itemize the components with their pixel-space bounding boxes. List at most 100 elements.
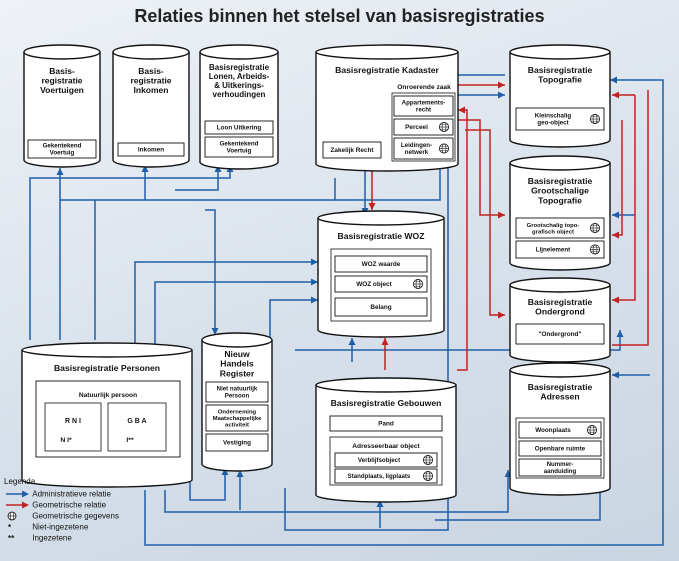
entity-box <box>515 107 605 131</box>
entity-label: Appartements-recht <box>402 100 446 114</box>
relation-lines <box>29 74 664 546</box>
entity-box <box>322 141 382 159</box>
entity-box <box>334 275 428 293</box>
gba-label: G B A <box>127 418 146 425</box>
entity-box <box>334 255 428 273</box>
arrow-head <box>311 258 318 266</box>
admin-relation <box>154 281 318 345</box>
entity-box <box>515 323 605 345</box>
legend: Legenda Administratieve relatie Geometri… <box>4 476 119 543</box>
legend-item-geometric: Geometrische relatie <box>4 499 119 510</box>
legend-symbol: * <box>8 522 12 532</box>
entity-box <box>518 440 602 457</box>
admin-relation <box>435 488 601 521</box>
entity-label: Perceel <box>405 124 428 131</box>
i-label: I** <box>126 437 134 444</box>
entity-label: Woonplaats <box>535 427 571 434</box>
entity-box <box>515 240 605 259</box>
entity-label: Openbare ruimte <box>535 446 586 453</box>
geometric-relation <box>465 129 505 316</box>
arrow-head <box>311 278 318 286</box>
entity-label: Leidingen-netwerk <box>401 142 432 156</box>
legend-item-star: * Niet-ingezetene <box>4 521 119 532</box>
globe-icon <box>7 511 17 521</box>
arrow-head <box>458 106 465 114</box>
arrow-head <box>610 76 617 84</box>
entity-box <box>518 421 602 439</box>
arrow-head <box>612 211 619 219</box>
entity-box <box>334 452 438 468</box>
globe-icon <box>422 454 433 465</box>
arrow-head <box>211 328 219 335</box>
registry-title: Basisregistratie Personen <box>54 363 160 373</box>
registry-subtitle: Natuurlijk persoon <box>79 392 137 399</box>
arrow-head <box>56 168 64 175</box>
arrow-head <box>311 296 318 304</box>
entity-box <box>329 415 443 432</box>
registry-title: Basisregistratie Kadaster <box>335 65 439 75</box>
entity-label: Grootschalig topo-grafisch object <box>527 223 580 236</box>
admin-relation <box>269 299 318 372</box>
arrow-head <box>498 81 505 89</box>
arrow-head <box>498 211 505 219</box>
legend-item-double-star: ** Ingezetene <box>4 532 119 543</box>
entity-box <box>393 95 454 117</box>
entity-label: Nummer-aanduiding <box>544 461 577 475</box>
geometric-relation <box>612 90 649 346</box>
geometric-relation <box>612 95 636 301</box>
entity-box <box>205 433 269 452</box>
globe-icon <box>587 424 598 435</box>
geometric-relation <box>612 120 623 236</box>
entity-label: Pand <box>378 421 394 428</box>
legend-label: Administratieve relatie <box>32 489 111 499</box>
arrow-head <box>368 203 376 210</box>
entity-box <box>393 118 454 136</box>
entity-box <box>393 137 454 160</box>
entity-box <box>205 404 269 432</box>
registry-subtitle: Adresseerbaar object <box>352 443 420 450</box>
arrow-head <box>221 468 229 475</box>
entity-label: Zakelijk Recht <box>331 147 375 154</box>
entity-label: Verblijfsobject <box>358 457 400 464</box>
arrow-head <box>612 296 619 304</box>
globe-icon <box>438 122 449 133</box>
admin-relation <box>144 79 664 546</box>
arrow-head <box>141 165 149 172</box>
globe-icon <box>590 244 601 255</box>
legend-item-administrative: Administratieve relatie <box>4 488 119 499</box>
legend-item-globe: Geometrische gegevens <box>4 510 119 521</box>
arrow-head <box>612 91 619 99</box>
entity-label: WOZ waarde <box>362 261 401 268</box>
entity-label: "Ondergrond" <box>539 331 582 338</box>
registry-gebouwen: Basisregistratie GebouwenPandAdresseerba… <box>315 377 457 503</box>
admin-relation <box>134 261 318 345</box>
globe-icon <box>590 222 601 233</box>
entity-box <box>204 120 274 135</box>
arrow-head <box>348 338 356 345</box>
entity-box <box>117 142 185 157</box>
entity-label: Belang <box>370 304 391 311</box>
arrow-head <box>612 371 619 379</box>
legend-label: Geometrische gegevens <box>32 511 119 521</box>
rni-label: R N I <box>65 418 81 425</box>
admin-relation <box>60 168 441 201</box>
entity-label: Inkomen <box>138 147 164 154</box>
admin-relation <box>205 209 216 335</box>
blue-arrow-icon <box>6 490 29 498</box>
rni-box <box>44 402 102 452</box>
